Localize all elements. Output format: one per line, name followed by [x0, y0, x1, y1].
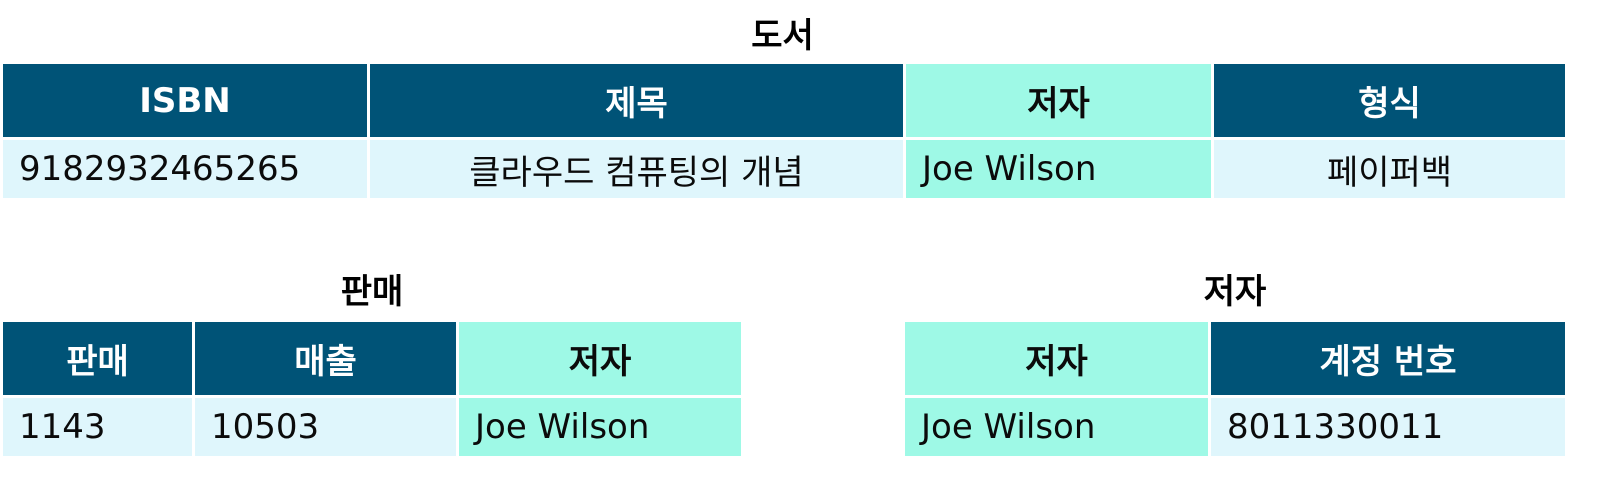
cell-sales: 1143 — [3, 398, 192, 456]
authors-table-title: 저자 — [1203, 272, 1267, 312]
header-revenue: 매출 — [195, 322, 456, 395]
header-account-number: 계정 번호 — [1211, 322, 1565, 395]
header-sales: 판매 — [3, 322, 192, 395]
cell-author: Joe Wilson — [459, 398, 741, 456]
cell-revenue: 10503 — [195, 398, 456, 456]
cell-title: 클라우드 컴퓨팅의 개념 — [370, 140, 903, 198]
header-format: 형식 — [1214, 64, 1565, 137]
sales-table-title: 판매 — [340, 272, 404, 312]
header-isbn: ISBN — [3, 64, 367, 137]
authors-table: 저자 계정 번호 Joe Wilson 8011330011 — [905, 322, 1565, 456]
cell-isbn: 9182932465265 — [3, 140, 367, 198]
books-table: ISBN 제목 저자 형식 9182932465265 클라우드 컴퓨팅의 개념… — [3, 64, 1565, 198]
cell-author: Joe Wilson — [905, 398, 1208, 456]
header-title: 제목 — [370, 64, 903, 137]
header-author: 저자 — [906, 64, 1211, 137]
books-table-title: 도서 — [751, 16, 814, 56]
sales-table: 판매 매출 저자 1143 10503 Joe Wilson — [3, 322, 741, 456]
cell-account-number: 8011330011 — [1211, 398, 1565, 456]
cell-format: 페이퍼백 — [1214, 140, 1565, 198]
header-author: 저자 — [905, 322, 1208, 395]
cell-author: Joe Wilson — [906, 140, 1211, 198]
header-author: 저자 — [459, 322, 741, 395]
